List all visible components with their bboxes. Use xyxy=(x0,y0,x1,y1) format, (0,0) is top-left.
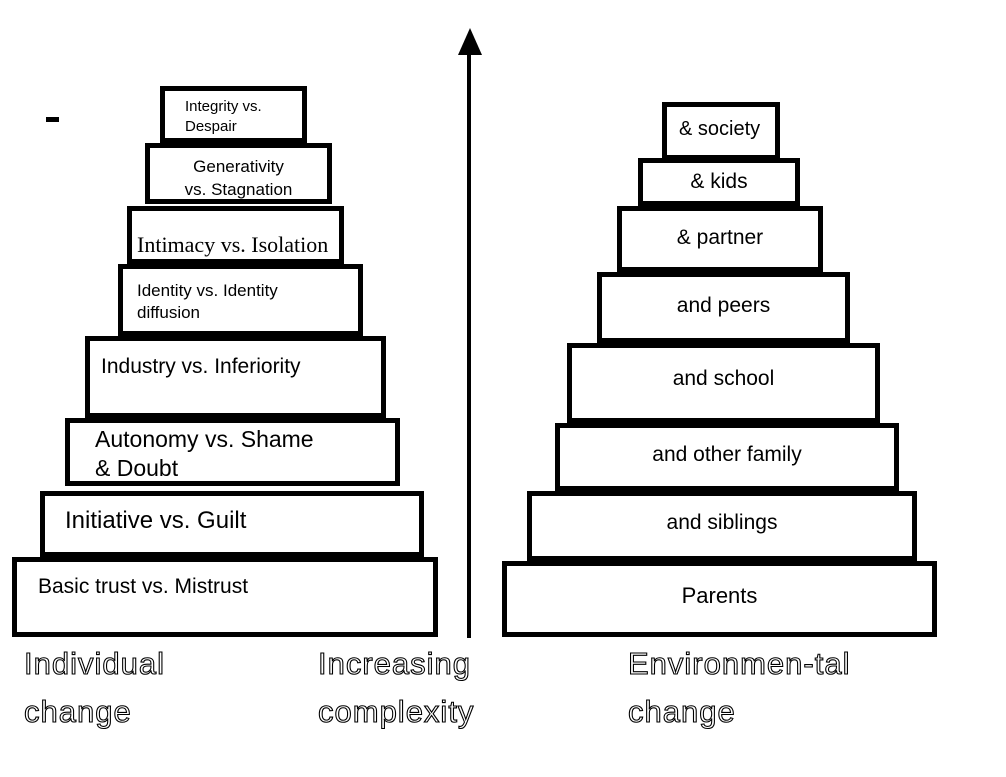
env-box-peers: and peers xyxy=(597,272,850,343)
env-box-siblings: and siblings xyxy=(527,491,917,561)
stage-box-generativity-stagnation: Generativity vs. Stagnation xyxy=(145,143,332,204)
env-box-parents: Parents xyxy=(502,561,937,637)
stray-dash xyxy=(46,117,59,122)
caption-increasing-complexity: Increasing complexity xyxy=(317,645,475,729)
stage-box-autonomy-shame-doubt: Autonomy vs. Shame & Doubt xyxy=(65,418,400,486)
stage-box-basic-trust-mistrust: Basic trust vs. Mistrust xyxy=(12,557,438,637)
stage-box-industry-inferiority: Industry vs. Inferiority xyxy=(85,336,386,418)
env-box-partner: & partner xyxy=(617,206,823,272)
env-box-school: and school xyxy=(567,343,880,423)
increasing-complexity-arrow-shaft xyxy=(467,46,471,638)
arrow-up-icon xyxy=(458,28,482,55)
caption-environmental-change: Environmen-tal change xyxy=(627,645,851,729)
caption-individual-change: Individual change xyxy=(23,645,165,729)
stage-box-identity-diffusion: Identity vs. Identity diffusion xyxy=(118,264,363,336)
stage-box-intimacy-isolation: Intimacy vs. Isolation xyxy=(127,206,344,264)
stage-box-initiative-guilt: Initiative vs. Guilt xyxy=(40,491,424,557)
env-box-kids: & kids xyxy=(638,158,800,206)
stage-box-integrity-despair: Integrity vs. Despair xyxy=(160,86,307,143)
env-box-other-family: and other family xyxy=(555,423,899,491)
env-box-society: & society xyxy=(662,102,780,160)
